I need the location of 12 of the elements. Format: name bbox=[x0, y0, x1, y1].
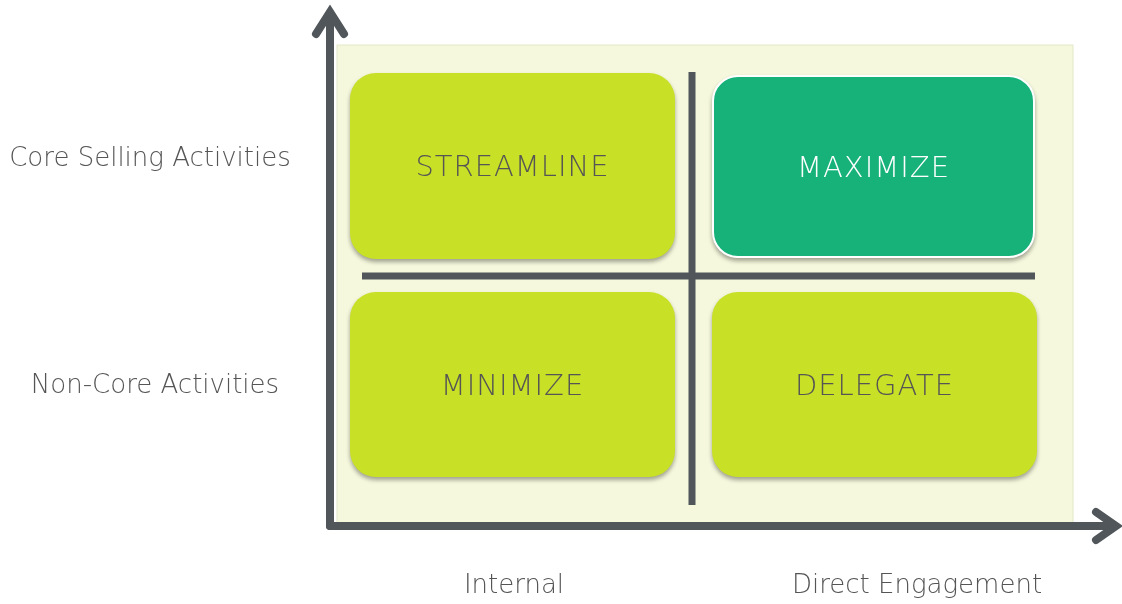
quadrant-box bbox=[350, 292, 675, 477]
quadrant-label: MAXIMIZE bbox=[796, 149, 950, 184]
y-axis-label: Core Selling Activities bbox=[9, 142, 291, 172]
quadrant-box bbox=[712, 292, 1037, 477]
y-axis-label: Non-Core Activities bbox=[30, 369, 280, 399]
x-axis-label: Internal bbox=[463, 569, 565, 599]
quadrant-label: STREAMLINE bbox=[415, 149, 610, 183]
quadrant-box bbox=[712, 75, 1035, 258]
quadrant-label: DELEGATE bbox=[794, 367, 955, 402]
x-axis-label: Direct Engagement bbox=[791, 569, 1043, 599]
quadrant-box bbox=[350, 73, 675, 259]
quadrant-label: MINIMIZE bbox=[440, 367, 585, 402]
